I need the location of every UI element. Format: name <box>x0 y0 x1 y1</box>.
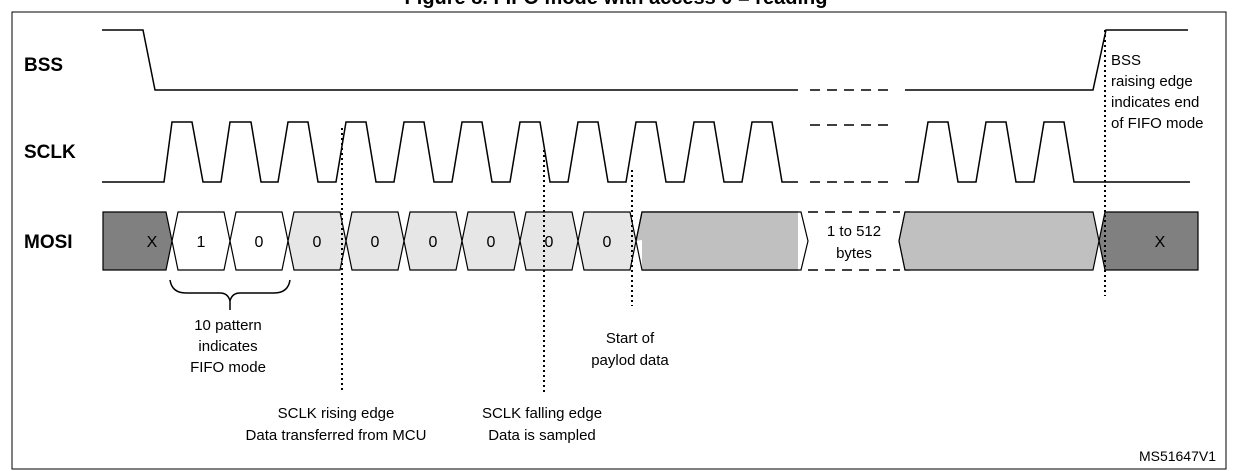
mosi-payload-start-edge <box>635 211 798 271</box>
mosi-label: MOSI <box>24 232 73 253</box>
fifo-pattern-line-3: FIFO mode <box>190 359 266 376</box>
bss-line-end <box>905 29 1188 91</box>
sclk-label: SCLK <box>24 142 76 163</box>
mosi-zero-text: 0 <box>603 234 612 251</box>
bss-waveform <box>102 29 1188 91</box>
figure-title: Figure 8. FIFO mode with access 0 = read… <box>405 0 828 9</box>
sclk-waveform <box>102 121 1190 183</box>
mosi-zero-text: 0 <box>429 234 438 251</box>
mosi-dont-care-start <box>102 211 173 271</box>
mosi-bit-2-text: 0 <box>255 234 264 251</box>
payload-start-line-2: paylod data <box>591 352 669 369</box>
bss-label: BSS <box>24 55 63 76</box>
bss-end-line-4: of FIFO mode <box>1111 115 1204 132</box>
mosi-payload-end <box>898 211 1100 271</box>
figure-code: MS51647V1 <box>1139 448 1216 464</box>
mosi-zero-text: 0 <box>371 234 380 251</box>
figure-frame <box>11 11 1227 470</box>
fifo-pattern-line-1: 10 pattern <box>194 317 262 334</box>
mosi-zero-text: 0 <box>313 234 322 251</box>
bss-end-line-2: raising edge <box>1111 73 1193 90</box>
rising-edge-line-1: SCLK rising edge <box>278 405 395 422</box>
mosi-zero-text: 0 <box>545 234 554 251</box>
fifo-pattern-line-2: indicates <box>198 338 257 355</box>
bss-end-line-1: BSS <box>1111 52 1141 69</box>
rising-edge-line-2: Data transferred from MCU <box>246 427 427 444</box>
falling-edge-line-2: Data is sampled <box>488 427 596 444</box>
sclk-pulses-last <box>905 121 1190 183</box>
sclk-pulses-first <box>102 121 798 183</box>
mosi-waveform: X 1 0 0 0 0 0 0 0 1 to 512 bytes X <box>102 211 1199 271</box>
mosi-break-left-cap <box>798 211 809 271</box>
mosi-bit-1-text: 1 <box>197 234 206 251</box>
payload-size-line-1: 1 to 512 <box>827 223 881 240</box>
falling-edge-line-1: SCLK falling edge <box>482 405 602 422</box>
payload-size-line-2: bytes <box>836 245 872 262</box>
bss-end-line-3: indicates end <box>1111 94 1199 111</box>
mosi-dont-care-start-text: X <box>147 234 158 251</box>
mosi-zero-text: 0 <box>487 234 496 251</box>
mosi-payload-start-fill <box>642 212 798 270</box>
payload-start-line-1: Start of <box>606 330 655 347</box>
fifo-pattern-brace <box>169 279 291 302</box>
mosi-dont-care-end <box>1098 211 1199 271</box>
bss-line-start <box>102 29 798 91</box>
mosi-dont-care-end-text: X <box>1155 234 1166 251</box>
